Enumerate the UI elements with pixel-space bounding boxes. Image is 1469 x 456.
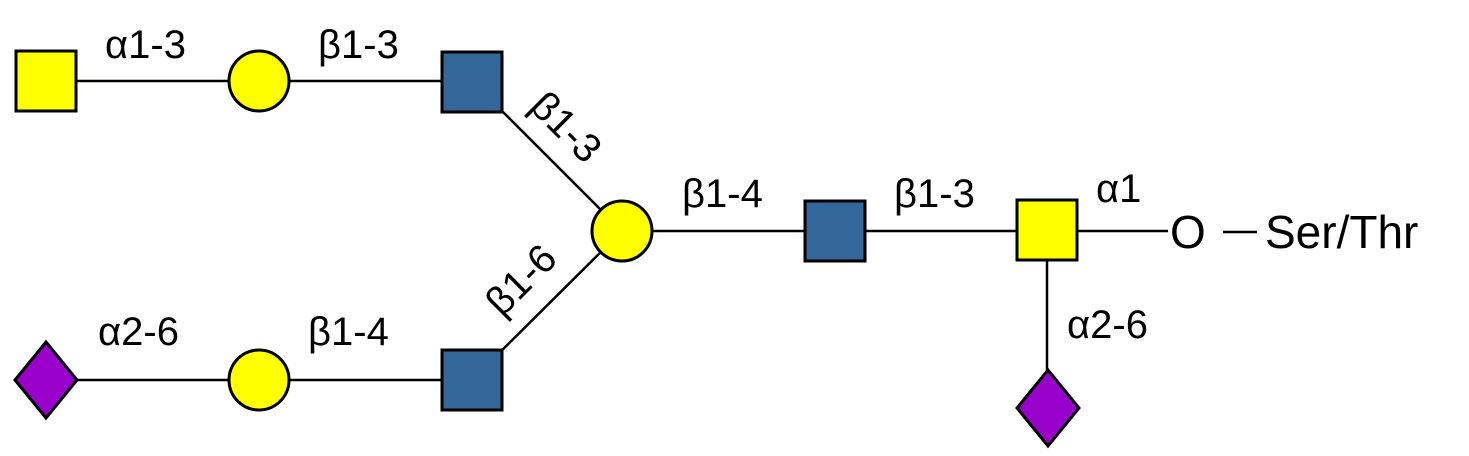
linkage-label: β1-6	[477, 236, 565, 324]
linkage-label: α1	[1096, 167, 1141, 211]
linkage-label: β1-3	[522, 83, 610, 171]
ser-thr-label: Ser/Thr	[1265, 206, 1418, 258]
glcnac-mid-square	[803, 199, 867, 263]
neuac-root-diamond	[1015, 367, 1081, 449]
oxygen-label: O	[1170, 206, 1206, 258]
glcnac-top-square	[440, 50, 504, 114]
linkage-label: β1-4	[308, 310, 389, 354]
linkage-label: β1-3	[894, 172, 975, 216]
gal-center-circle	[590, 199, 654, 263]
galnac-root-square	[1015, 198, 1079, 262]
gal-bottom-circle	[227, 348, 291, 412]
linkage-label: β1-4	[682, 172, 763, 216]
galnac-top-square	[14, 49, 78, 113]
neuac-bottom-diamond	[13, 339, 79, 421]
linkage-label: α2-6	[1067, 303, 1148, 347]
linkage-label: α1-3	[105, 23, 186, 67]
gal-top-circle	[227, 49, 291, 113]
linkage-label: α2-6	[98, 310, 179, 354]
linkage-label: β1-3	[318, 23, 399, 67]
glcnac-bottom-square	[440, 348, 504, 412]
